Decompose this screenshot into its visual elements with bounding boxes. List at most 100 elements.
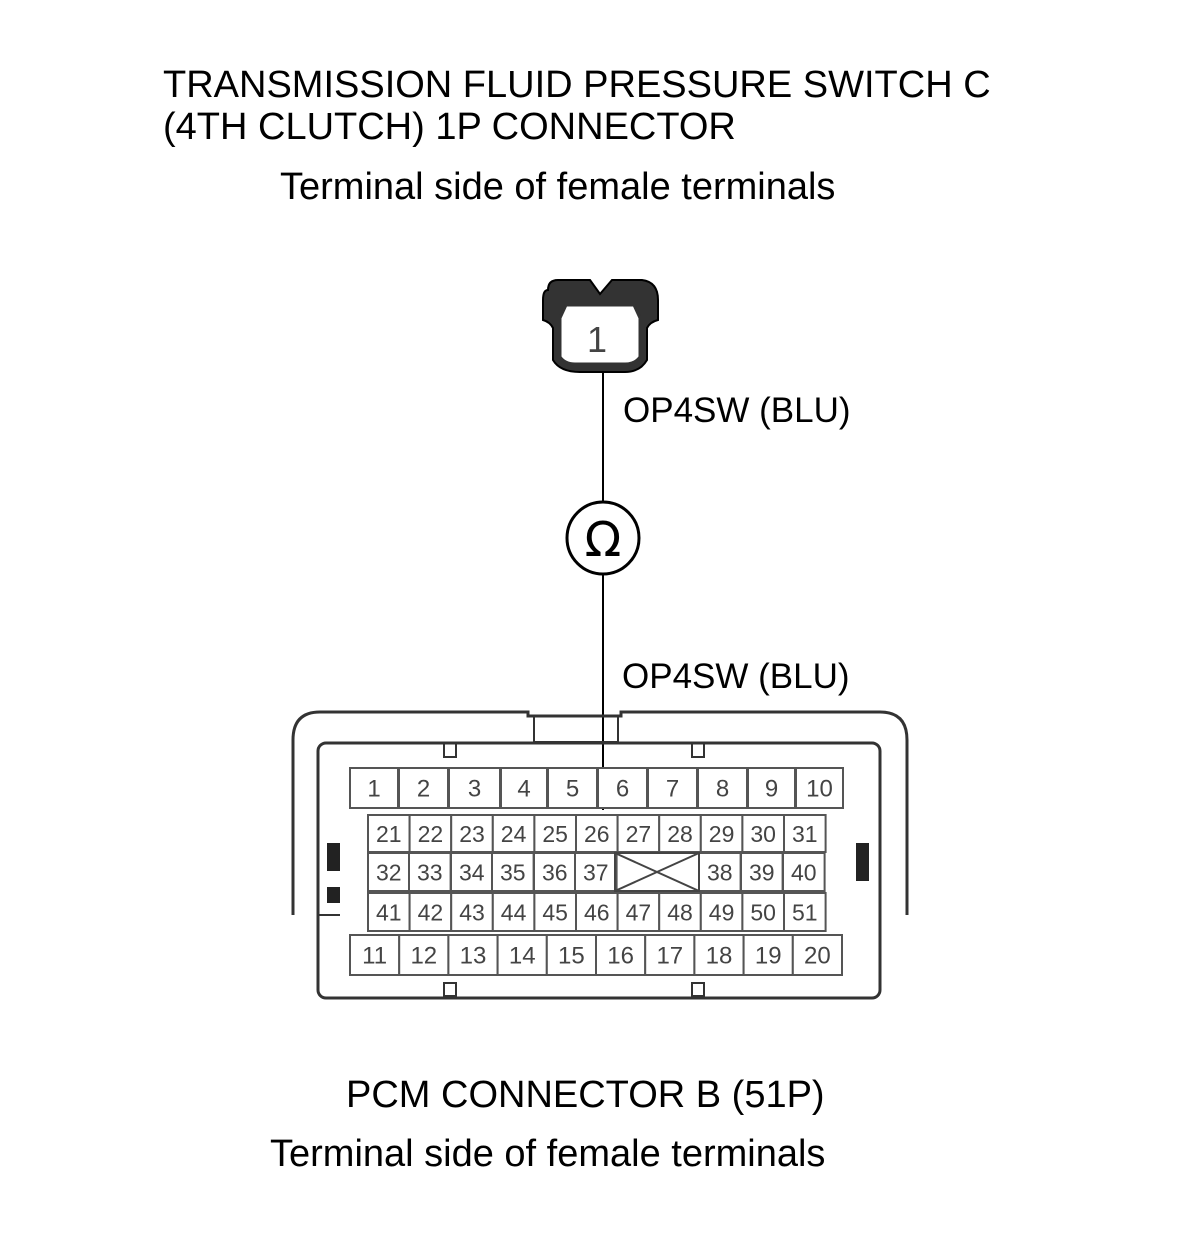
pcm-pin-label: 3 [468, 776, 481, 803]
pcm-pin-5: 5 [547, 767, 598, 809]
pcm-pin-21: 21 [367, 814, 411, 853]
pcm-pin-label: 40 [791, 859, 817, 885]
pcm-pin-label: 23 [459, 821, 485, 847]
pcm-pin-35: 35 [491, 852, 535, 892]
pcm-pin-label: 8 [716, 776, 729, 803]
pcm-pin-label: 11 [362, 943, 387, 970]
pcm-pin-label: 1 [367, 776, 380, 803]
pcm-pin-50: 50 [741, 892, 786, 932]
pcm-pin-36: 36 [533, 852, 577, 892]
pcm-pin-19: 19 [742, 934, 794, 976]
pcm-pin-label: 9 [765, 776, 778, 803]
pcm-pin-40: 40 [782, 852, 826, 892]
pcm-pin-label: 26 [584, 821, 610, 847]
pcm-pin-20: 20 [791, 934, 843, 976]
pcm-pin-label: 34 [459, 859, 485, 885]
pcm-pin-41: 41 [367, 892, 411, 932]
pcm-pin-label: 21 [376, 821, 402, 847]
pcm-pin-23: 23 [450, 814, 494, 853]
pcm-pin-label: 39 [749, 859, 775, 885]
pcm-pin-label: 19 [755, 943, 782, 970]
pcm-pin-label: 48 [667, 899, 693, 925]
svg-text:Ω: Ω [585, 512, 622, 568]
pcm-pin-44: 44 [491, 892, 536, 932]
wire-label-bottom: OP4SW (BLU) [622, 657, 850, 696]
pcm-pin-label: 2 [417, 776, 430, 803]
pcm-pin-label: 38 [707, 859, 733, 885]
pcm-pin-1: 1 [349, 767, 399, 809]
pcm-pin-27: 27 [616, 814, 661, 853]
pcm-pin-label: 46 [584, 899, 610, 925]
pcm-pin-3: 3 [448, 767, 501, 809]
pcm-pin-label: 51 [792, 899, 818, 925]
pcm-pin-46: 46 [575, 892, 619, 932]
pcm-blank-cavity [614, 852, 700, 892]
pcm-pin-24: 24 [491, 814, 536, 853]
switch-connector-title: TRANSMISSION FLUID PRESSURE SWITCH C (4T… [163, 64, 991, 148]
pcm-pin-label: 16 [607, 943, 634, 970]
pcm-pin-28: 28 [658, 814, 702, 853]
pcm-pin-33: 33 [408, 852, 452, 892]
pcm-pin-label: 42 [418, 899, 444, 925]
pcm-pin-label: 7 [666, 776, 679, 803]
pcm-pin-14: 14 [496, 934, 548, 976]
ohmmeter-icon: Ω [565, 500, 641, 576]
pcm-pin-51: 51 [783, 892, 827, 932]
pcm-pin-label: 13 [460, 943, 487, 970]
pcm-pin-43: 43 [450, 892, 494, 932]
pcm-pin-11: 11 [349, 934, 401, 976]
pcm-pin-4: 4 [500, 767, 548, 809]
pcm-pin-label: 4 [517, 776, 530, 803]
pcm-pin-38: 38 [698, 852, 742, 892]
pcm-pin-25: 25 [533, 814, 578, 853]
pcm-pin-label: 44 [501, 899, 527, 925]
pcm-pin-8: 8 [697, 767, 748, 809]
pcm-pin-label: 5 [566, 776, 579, 803]
pcm-pin-39: 39 [740, 852, 784, 892]
pcm-connector-housing [291, 710, 909, 1000]
pcm-pin-label: 25 [542, 821, 568, 847]
pcm-connector-title: PCM CONNECTOR B (51P) [346, 1074, 825, 1116]
pcm-pin-13: 13 [447, 934, 499, 976]
pcm-pin-label: 50 [750, 899, 776, 925]
pcm-pin-label: 30 [750, 821, 776, 847]
pcm-pin-label: 10 [806, 776, 833, 803]
pcm-pin-7: 7 [647, 767, 698, 809]
pcm-pin-label: 47 [626, 899, 652, 925]
pcm-pin-17: 17 [644, 934, 696, 976]
pcm-pin-37: 37 [574, 852, 618, 892]
pcm-pin-9: 9 [747, 767, 796, 809]
pcm-pin-label: 28 [667, 821, 693, 847]
pcm-pin-label: 31 [792, 821, 818, 847]
pcm-pin-18: 18 [693, 934, 745, 976]
pcm-pin-31: 31 [783, 814, 827, 853]
pcm-pin-10: 10 [795, 767, 844, 809]
switch-terminal-label: 1 [587, 319, 607, 360]
pcm-pin-22: 22 [408, 814, 453, 853]
switch-connector-title-line-1: TRANSMISSION FLUID PRESSURE SWITCH C [163, 64, 991, 106]
pcm-pin-30: 30 [741, 814, 786, 853]
pcm-latch-left-lower [327, 887, 340, 903]
pcm-pin-32: 32 [367, 852, 411, 892]
pcm-pin-2: 2 [398, 767, 449, 809]
pcm-pin-label: 29 [709, 821, 735, 847]
pcm-connector-subtitle: Terminal side of female terminals [270, 1133, 826, 1175]
pcm-pin-48: 48 [658, 892, 702, 932]
pcm-pin-label: 49 [709, 899, 735, 925]
pcm-pin-label: 36 [542, 859, 568, 885]
pcm-pin-label: 27 [626, 821, 652, 847]
wire-label-top: OP4SW (BLU) [623, 391, 851, 430]
pcm-pin-6: 6 [597, 767, 648, 809]
pcm-pin-label: 12 [410, 943, 437, 970]
pcm-pin-label: 33 [417, 859, 443, 885]
pcm-pin-label: 24 [501, 821, 527, 847]
pcm-pin-49: 49 [699, 892, 744, 932]
pcm-pin-29: 29 [699, 814, 744, 853]
pcm-pin-45: 45 [533, 892, 578, 932]
pcm-pin-label: 37 [583, 859, 609, 885]
pcm-pin-label: 45 [542, 899, 568, 925]
pcm-latch-right [856, 843, 869, 881]
pcm-pin-label: 6 [616, 776, 629, 803]
